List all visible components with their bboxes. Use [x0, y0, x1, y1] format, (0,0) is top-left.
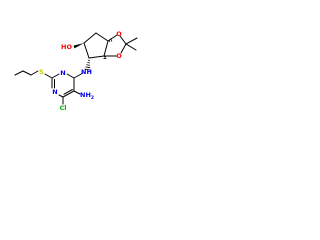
bond-c2pyr-s	[44, 73, 53, 79]
bond-c6pyr-c5pyr-a	[62, 90, 75, 98]
cyclopentane-ring	[83, 32, 109, 59]
bond-cq-methyl-1	[125, 37, 138, 45]
hash-bond-c3-h	[108, 38, 113, 43]
hash-bond-c5-nh	[84, 59, 91, 71]
sulfur-label: S	[39, 68, 44, 76]
hydroxyl-label: HO	[61, 43, 72, 51]
bond-n1-c6pyr	[58, 94, 64, 98]
bond-c3-o-upper	[107, 34, 118, 42]
dioxolane-ring	[103, 34, 127, 57]
bond-c3-c4	[103, 40, 109, 57]
pyrimidine-ring	[51, 73, 75, 98]
bond-n3-c2pyr	[51, 73, 60, 79]
hash-bond-c4-h	[103, 56, 107, 59]
bond-ch2-ch3	[14, 70, 24, 76]
bond-s-ch2	[30, 70, 39, 76]
amino-label: NH2	[80, 91, 94, 101]
dioxolane-oxygen-upper-label: O	[116, 30, 122, 38]
bond-cq-methyl-2	[125, 43, 137, 51]
bond-c5-c1	[83, 42, 90, 59]
bond-c1-c2	[83, 32, 97, 44]
bond-c6pyr-c5pyr-b	[63, 89, 73, 95]
bond-o-upper-cq	[119, 35, 127, 45]
amino-nh-text: NH	[80, 91, 91, 99]
bond-nh-c4pyr	[73, 72, 84, 79]
bond-c4pyr-n3	[66, 73, 75, 79]
pyrimidine-n1-label: N	[52, 88, 57, 96]
pyrimidine-n3-label: N	[60, 69, 65, 77]
wedge-bond-c1-hydroxyl	[73, 43, 84, 49]
chemical-structure: HO O O NH N N S NH2 Cl	[14, 30, 138, 112]
bond-c2-c3	[95, 32, 109, 42]
bond-c4-c5	[88, 55, 105, 59]
amine-nh-label: NH	[81, 68, 92, 76]
bond-ch2-ch2	[22, 70, 32, 76]
amino-subscript: 2	[91, 95, 94, 101]
dioxolane-oxygen-lower-label: O	[116, 52, 122, 60]
bond-c5pyr-nh2	[73, 90, 81, 95]
bond-cq-o-lower	[120, 43, 127, 54]
chlorine-label: Cl	[60, 104, 67, 112]
